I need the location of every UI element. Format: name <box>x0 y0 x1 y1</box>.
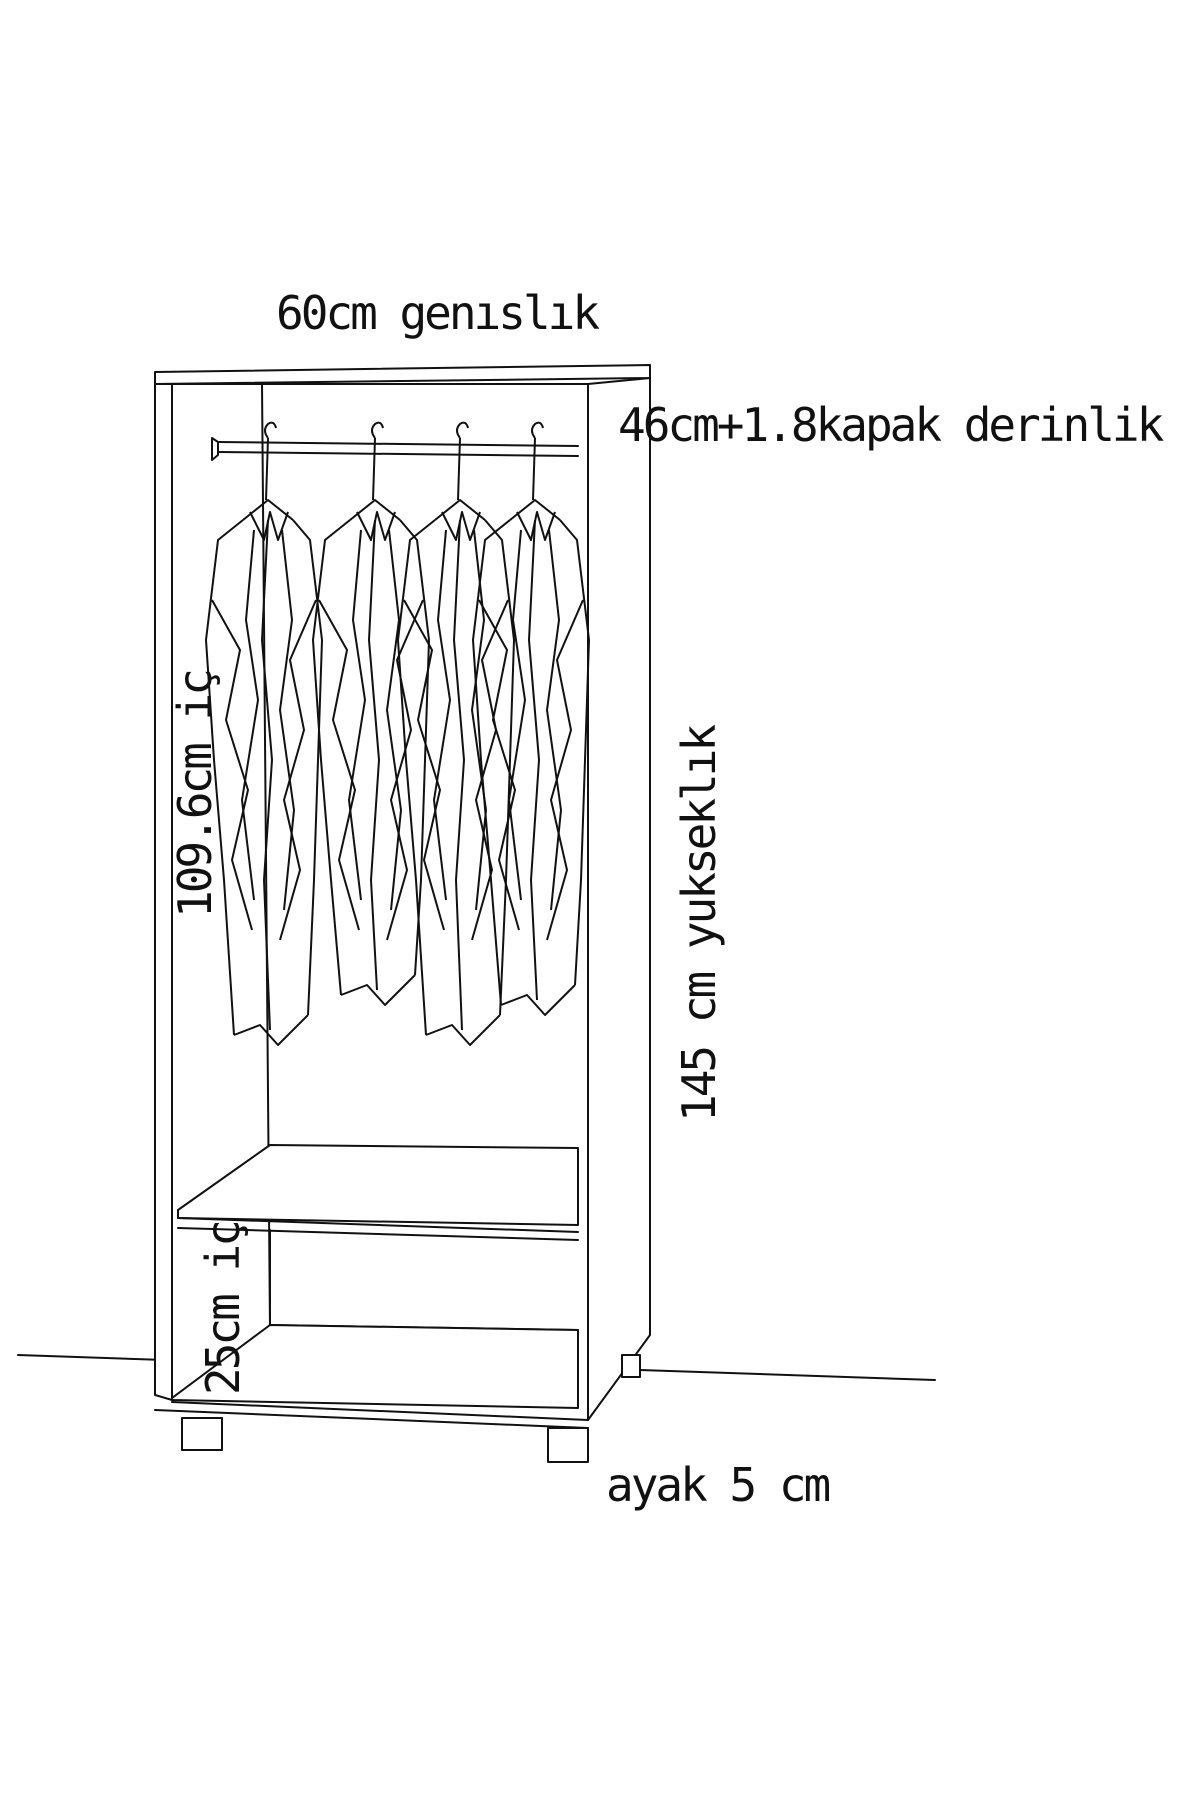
shirt-stroke <box>500 984 576 1016</box>
shirt-stroke <box>478 599 520 931</box>
shirt-stroke <box>386 599 424 941</box>
shirt-stroke <box>318 599 360 931</box>
inner-upper-height-label: 109.6cm iç <box>168 671 222 918</box>
shirt-stroke <box>368 519 380 991</box>
shirt-stroke <box>205 519 244 1036</box>
hanging-rail-bottom <box>217 451 579 457</box>
shirt-stroke <box>241 529 259 901</box>
shirt-stroke <box>532 437 536 501</box>
shirt-stroke <box>356 511 396 541</box>
shirt-stroke <box>433 529 451 901</box>
bottom-base <box>154 1409 589 1429</box>
bottom-panel <box>171 1324 579 1409</box>
shirt-stroke <box>312 519 351 996</box>
shirt-stroke <box>348 529 366 901</box>
foot-back-right <box>621 1354 641 1378</box>
hanging-shirt <box>397 421 515 1046</box>
shirt-stroke <box>484 519 515 1016</box>
shirt-stroke <box>516 511 556 541</box>
shirt-stroke <box>292 519 323 1016</box>
shirt-stroke <box>531 421 544 439</box>
shirt-stroke <box>425 1014 501 1046</box>
shirt-stroke <box>403 599 445 931</box>
total-height-label: 145 cm yukseklık <box>672 726 726 1122</box>
upper-shelf-back <box>177 1227 579 1241</box>
shirt-stroke <box>546 599 584 941</box>
shirt-stroke <box>453 519 465 1031</box>
rail-bracket <box>211 437 219 461</box>
bottom-front-edge <box>171 1401 589 1421</box>
shirt-stroke <box>279 599 317 941</box>
right-side-panel <box>587 377 651 1421</box>
shirt-stroke <box>457 437 461 501</box>
upper-shelf-front <box>177 1217 579 1233</box>
depth-label: 46cm+1.8kapak derinlik <box>618 398 1164 452</box>
shirt-stroke <box>371 421 384 439</box>
shirt-stroke <box>441 511 481 541</box>
shirt-stroke <box>265 437 269 501</box>
shirt-stroke <box>233 1014 309 1046</box>
shirt-stroke <box>249 511 289 541</box>
shirt-stroke <box>397 519 436 1036</box>
shirt-stroke <box>471 599 509 941</box>
hanging-shirt <box>312 421 430 1006</box>
floor-line-right <box>639 1369 936 1381</box>
hanging-shirt <box>472 421 590 1016</box>
foot-front-right <box>547 1427 589 1463</box>
floor-line-left <box>17 1354 166 1361</box>
shirt-stroke <box>261 519 273 1031</box>
shirt-stroke <box>372 437 376 501</box>
shirt-stroke <box>471 529 487 911</box>
shirt-stroke <box>546 529 562 911</box>
shirt-stroke <box>264 421 277 439</box>
hanging-rail-top <box>217 441 579 447</box>
shirt-stroke <box>472 519 511 1006</box>
width-label: 60cm genıslık <box>276 286 600 340</box>
shirt-stroke <box>528 519 540 1001</box>
top-panel <box>154 364 651 385</box>
shirt-stroke <box>386 529 402 911</box>
inner-lower-height-label: 25cm iç <box>196 1222 250 1395</box>
foot-front-left <box>181 1417 223 1451</box>
hanging-shirt <box>205 421 323 1046</box>
shirt-stroke <box>211 599 253 931</box>
upper-shelf <box>177 1144 579 1226</box>
shirt-stroke <box>559 519 590 986</box>
shirt-stroke <box>279 529 295 911</box>
leg-height-label: ayak 5 cm <box>606 1458 831 1512</box>
shirt-stroke <box>508 529 526 901</box>
shirt-stroke <box>340 974 416 1006</box>
shirt-stroke <box>456 421 469 439</box>
